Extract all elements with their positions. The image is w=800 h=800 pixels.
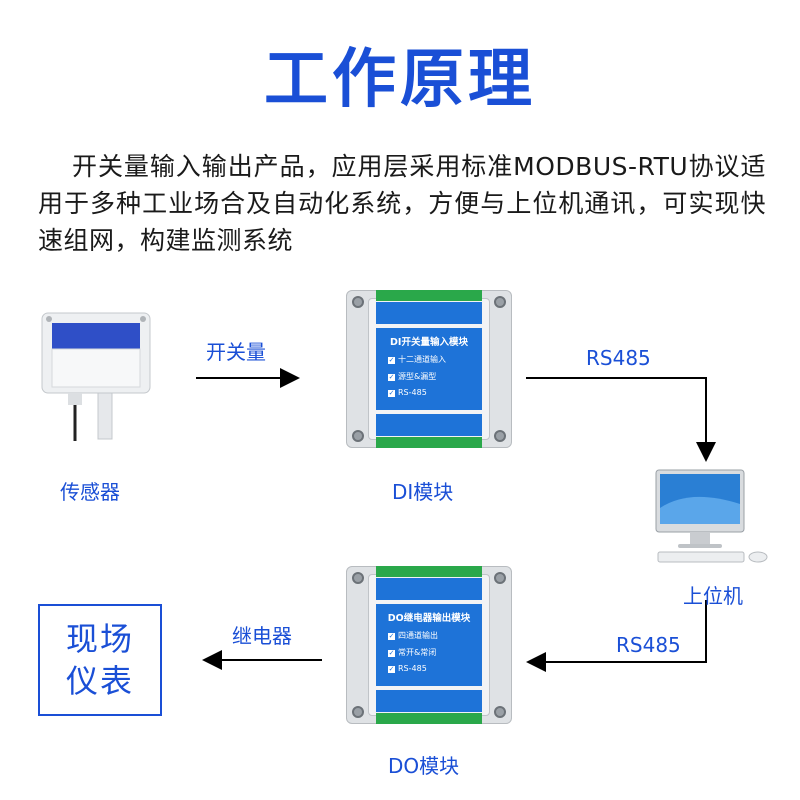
arrow-pc-to-do — [526, 600, 707, 672]
check-icon: ✓ — [388, 649, 395, 657]
check-icon: ✓ — [388, 389, 395, 397]
arrow-di-to-pc — [526, 377, 716, 462]
edge-label-relay: 继电器 — [232, 624, 292, 648]
check-icon: ✓ — [388, 665, 395, 673]
edge-label-rs485-top: RS485 — [586, 346, 651, 370]
check-icon: ✓ — [388, 356, 395, 364]
page-title: 工作原理 — [264, 43, 536, 117]
intro-paragraph: 开关量输入输出产品，应用层采用标准MODBUS-RTU协议适用于多种工业场合及自… — [38, 152, 766, 255]
sensor-device-icon — [41, 312, 151, 441]
do-feature: 常开&常闭 — [398, 648, 437, 657]
computer-icon — [655, 469, 768, 563]
di-module: DI开关量输入模块 ✓十二通道输入 ✓源型&漏型 ✓RS-485 — [346, 290, 512, 448]
field-instrument-line1: 现场 — [65, 620, 134, 658]
do-panel-title: DO继电器输出模块 — [387, 613, 471, 624]
field-instrument-line2: 仪表 — [65, 662, 134, 700]
do-feature: RS-485 — [398, 664, 427, 673]
di-feature: RS-485 — [398, 388, 427, 397]
edge-label-rs485-bottom: RS485 — [616, 633, 681, 657]
sensor-label: 传感器 — [60, 480, 120, 504]
do-module-label: DO模块 — [388, 754, 460, 778]
do-module: DO继电器输出模块 ✓四通道输出 ✓常开&常闭 ✓RS-485 — [346, 566, 512, 724]
check-icon: ✓ — [388, 373, 395, 381]
edge-label-switch: 开关量 — [206, 340, 266, 364]
di-feature: 十二通道输入 — [398, 355, 446, 364]
computer-label: 上位机 — [683, 584, 743, 608]
di-feature: 源型&漏型 — [398, 372, 437, 381]
di-panel-title: DI开关量输入模块 — [390, 337, 468, 348]
field-instrument-box: 现场 仪表 — [38, 604, 162, 716]
di-module-label: DI模块 — [392, 480, 454, 504]
do-feature: 四通道输出 — [398, 631, 438, 640]
check-icon: ✓ — [388, 632, 395, 640]
